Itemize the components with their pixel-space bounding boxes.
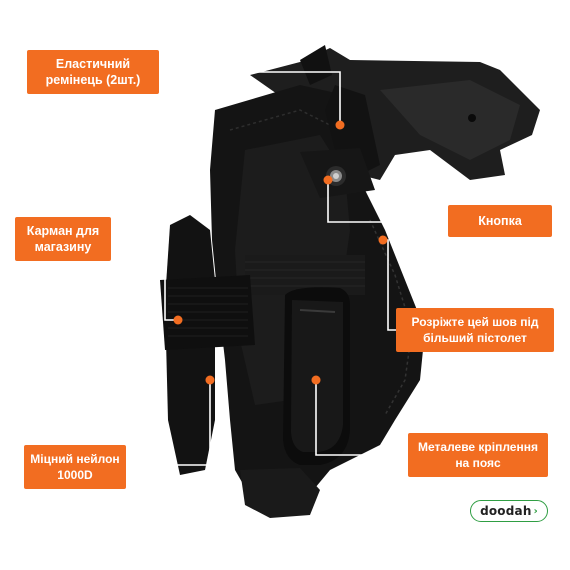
leader-dots — [173, 120, 388, 385]
pistol-image — [250, 45, 540, 180]
callout-belt-clip-line-2: на пояс — [455, 456, 501, 470]
callout-button-line-1: Кнопка — [478, 214, 522, 228]
callout-nylon-line-2: 1000D — [57, 468, 93, 482]
callout-elastic-strap: Еластичний ремінець (2шт.) — [27, 50, 159, 94]
logo-text: doodah — [480, 504, 532, 518]
callout-magazine-pocket-line-1: Карман для — [26, 224, 100, 238]
doodah-logo: doodah › — [470, 500, 548, 522]
callout-cut-seam: Розріжте цей шов під більший пістолет — [396, 308, 554, 352]
callout-magazine-pocket: Карман для магазину — [15, 217, 111, 261]
callout-belt-clip-line-1: Металеве кріплення — [418, 440, 538, 454]
callout-belt-clip: Металеве кріплення на пояс — [408, 433, 548, 477]
callout-cut-seam-line-1: Розріжте цей шов під — [411, 315, 539, 329]
callout-nylon-line-1: Міцний нейлон — [30, 452, 120, 466]
callout-nylon: Міцний нейлон 1000D — [24, 445, 126, 489]
callout-magazine-pocket-line-2: магазину — [34, 240, 92, 254]
callout-elastic-strap-line-2: ремінець (2шт.) — [45, 73, 141, 87]
callout-cut-seam-line-2: більший пістолет — [423, 331, 527, 345]
leader-lines — [110, 71, 448, 466]
callout-elastic-strap-line-1: Еластичний — [55, 57, 131, 71]
chevron-right-icon: › — [533, 505, 538, 517]
magazine-pocket-image — [160, 215, 255, 475]
callout-button: Кнопка — [448, 205, 552, 237]
